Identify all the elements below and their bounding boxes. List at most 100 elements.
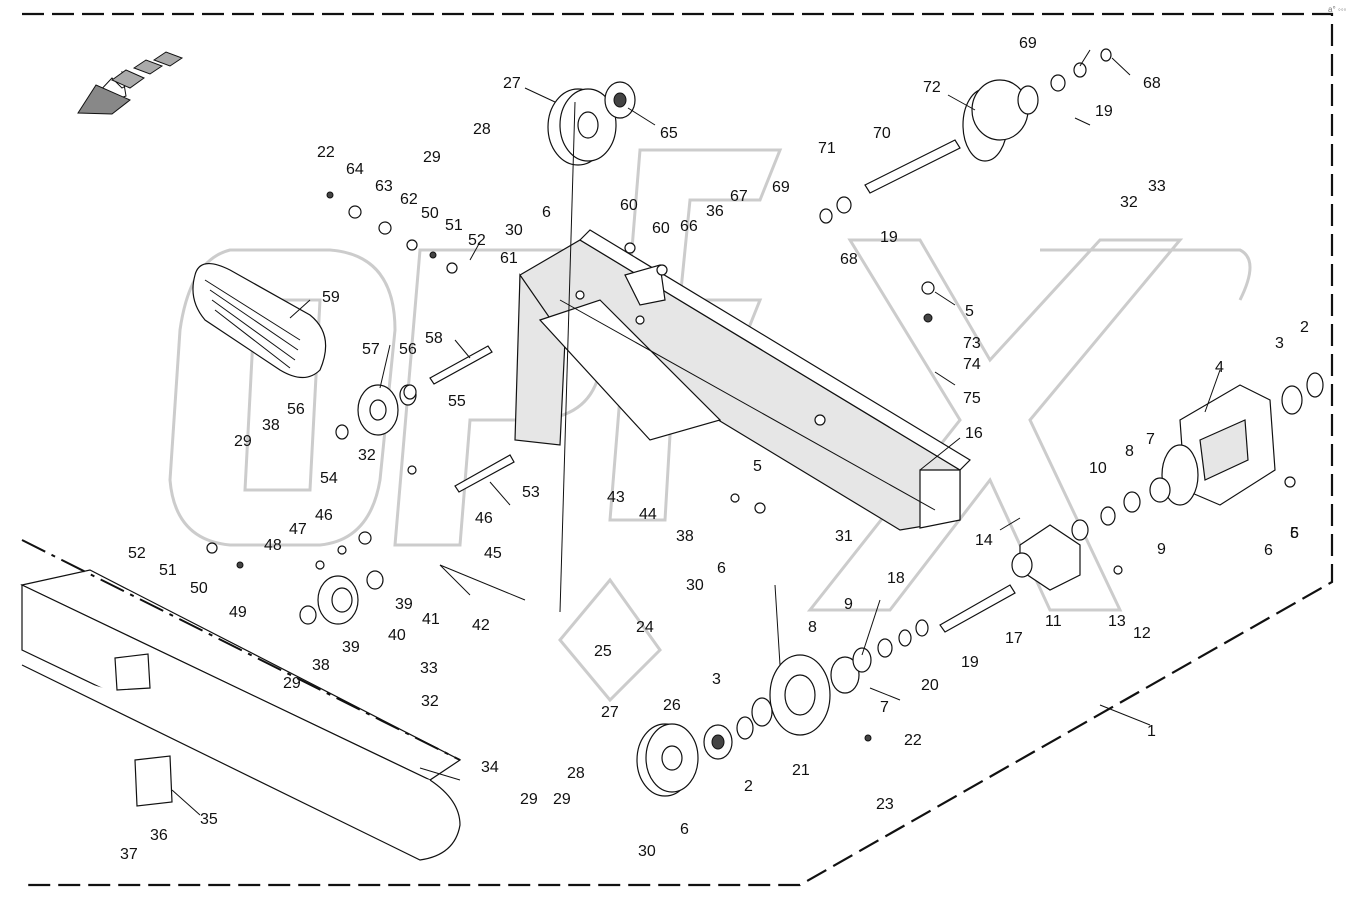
- callout-56: 56: [399, 341, 417, 358]
- callout-29-2: 29: [283, 675, 301, 692]
- flange-hub: [962, 48, 1112, 162]
- callout-37: 37: [120, 846, 138, 863]
- callout-29: 29: [423, 149, 441, 166]
- callout-7: 7: [1146, 431, 1155, 448]
- callout-71: 71: [818, 140, 836, 157]
- hardware: [206, 191, 1296, 742]
- callout-5-2: 5: [1290, 525, 1299, 542]
- callout-21: 21: [792, 762, 810, 779]
- callout-20: 20: [921, 677, 939, 694]
- callout-56-1: 56: [287, 401, 305, 418]
- callout-33-1: 33: [420, 660, 438, 677]
- callout-16: 16: [965, 425, 983, 442]
- corner-mark: a° ◦◦◦: [1328, 5, 1347, 14]
- callout-25: 25: [594, 643, 612, 660]
- callout-62: 62: [400, 191, 418, 208]
- callout-29-4: 29: [553, 791, 571, 808]
- rings: [335, 196, 1324, 740]
- callout-6-3: 6: [1290, 525, 1299, 542]
- callout-47: 47: [289, 521, 307, 538]
- bearing-housing: [1011, 519, 1089, 591]
- callout-51-1: 51: [159, 562, 177, 579]
- callout-36: 36: [706, 203, 724, 220]
- callout-46: 46: [315, 507, 333, 524]
- callout-6-2: 6: [1264, 542, 1273, 559]
- callout-35: 35: [200, 811, 218, 828]
- callout-49: 49: [229, 604, 247, 621]
- callout-38-1: 38: [312, 657, 330, 674]
- callout-69: 69: [772, 179, 790, 196]
- callout-5-1: 5: [753, 458, 762, 475]
- callout-3: 3: [1275, 335, 1284, 352]
- callout-19-1: 19: [880, 229, 898, 246]
- callout-17: 17: [1005, 630, 1023, 647]
- callout-6: 6: [542, 204, 551, 221]
- callout-38-2: 38: [676, 528, 694, 545]
- callout-46-1: 46: [475, 510, 493, 527]
- drive-belt: [192, 263, 327, 379]
- callout-52: 52: [468, 232, 486, 249]
- callout-32-2: 32: [421, 693, 439, 710]
- callout-7-1: 7: [880, 699, 889, 716]
- callout-51: 51: [445, 217, 463, 234]
- callout-69-1: 69: [1019, 35, 1037, 52]
- callout-3-1: 3: [712, 671, 721, 688]
- callout-53: 53: [522, 484, 540, 501]
- callout-42: 42: [472, 617, 490, 634]
- callout-22: 22: [317, 144, 335, 161]
- callout-44: 44: [639, 506, 657, 523]
- callout-1: 1: [1147, 723, 1156, 740]
- callout-68: 68: [840, 251, 858, 268]
- callout-9-1: 9: [844, 596, 853, 613]
- callout-38: 38: [262, 417, 280, 434]
- callout-2-1: 2: [744, 778, 753, 795]
- callout-2: 2: [1300, 319, 1309, 336]
- callout-72: 72: [923, 79, 941, 96]
- callout-22-1: 22: [904, 732, 922, 749]
- upper-pulley: [547, 81, 636, 166]
- callout-19-2: 19: [961, 654, 979, 671]
- leader-lines: [171, 49, 1221, 816]
- callout-34: 34: [481, 759, 499, 776]
- callout-28-1: 28: [567, 765, 585, 782]
- callout-33: 33: [1148, 178, 1166, 195]
- callout-11: 11: [1045, 613, 1062, 630]
- callout-43: 43: [607, 489, 625, 506]
- callout-57: 57: [362, 341, 380, 358]
- callout-50-1: 50: [190, 580, 208, 597]
- shafts: [429, 139, 1016, 633]
- callout-36-1: 36: [150, 827, 168, 844]
- bearing-flange: [769, 654, 860, 736]
- tensioner-roller: [299, 570, 384, 625]
- guard-housing: [20, 539, 462, 861]
- callout-6-1: 6: [717, 560, 726, 577]
- callout-31: 31: [835, 528, 853, 545]
- callout-64: 64: [346, 161, 364, 178]
- direction-arrow: [77, 51, 184, 115]
- callout-74: 74: [963, 356, 981, 373]
- callout-39: 39: [395, 596, 413, 613]
- callout-26: 26: [663, 697, 681, 714]
- callout-54: 54: [320, 470, 338, 487]
- callout-75: 75: [963, 390, 981, 407]
- callout-41: 41: [422, 611, 440, 628]
- callout-58: 58: [425, 330, 443, 347]
- lower-pulley: [636, 723, 733, 797]
- callout-10: 10: [1089, 460, 1107, 477]
- main-frame: [514, 229, 971, 531]
- callout-52-1: 52: [128, 545, 146, 562]
- callout-50: 50: [421, 205, 439, 222]
- centerline-dashdot: [21, 539, 461, 761]
- callout-8-1: 8: [808, 619, 817, 636]
- callout-30-1: 30: [686, 577, 704, 594]
- callout-68-1: 68: [1143, 75, 1161, 92]
- callout-59: 59: [322, 289, 340, 306]
- callout-24: 24: [636, 619, 654, 636]
- callout-60: 60: [620, 197, 638, 214]
- callout-29-3: 29: [520, 791, 538, 808]
- callout-9: 9: [1157, 541, 1166, 558]
- callout-19: 19: [1095, 103, 1113, 120]
- callout-55: 55: [448, 393, 466, 410]
